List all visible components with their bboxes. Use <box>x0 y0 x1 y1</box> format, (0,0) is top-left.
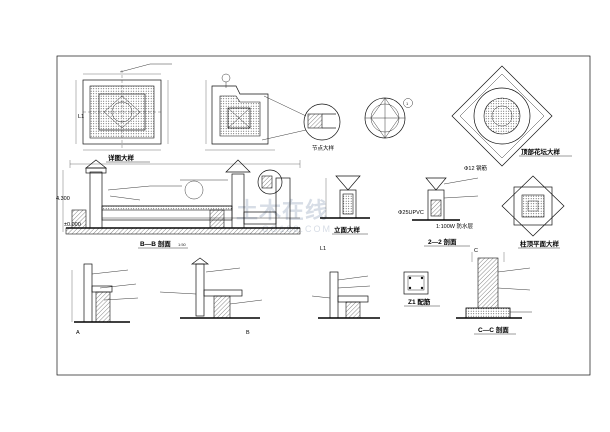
title-plan-detail: 详图大样 <box>108 153 135 162</box>
title-post-label: Z1 配筋 <box>408 297 431 306</box>
z1-rebar-detail: Z1 配筋 <box>403 271 440 307</box>
sheet-frame <box>56 55 591 376</box>
section-c-label: C <box>474 248 478 254</box>
section-detail-a: A <box>71 263 139 336</box>
irregular-planter-plan: 节点大样 <box>205 73 341 152</box>
elev-label-top: 4.300 <box>56 196 70 202</box>
section-c-c: C C—C 剖面 <box>456 248 532 335</box>
section-detail-b: B <box>159 257 263 336</box>
elev-label-ground: ±0.000 <box>64 222 81 228</box>
title-elevation-b-scale: 1:50 <box>178 242 187 247</box>
round-detail-index: 1 <box>406 101 409 106</box>
title-elev-detail: 立面大样 <box>334 225 361 234</box>
plan-axis-label: L1 <box>78 114 84 120</box>
planter-plan: L1 详图大样 <box>75 63 172 163</box>
pipe-label-2: Φ12 钢筋 <box>464 164 488 172</box>
pipe-label: Φ25UPVC <box>398 210 424 216</box>
elevation-detail: 立面大样 L1 <box>320 175 370 252</box>
section-a-label: A <box>76 330 80 336</box>
title-pillar-plan: 柱顶平面大样 <box>520 239 560 248</box>
drain-label: 1:100W 防水层 <box>436 222 473 230</box>
title-node-detail: 节点大样 <box>312 144 335 152</box>
section-detail-3 <box>311 271 380 319</box>
title-section-2-2: 2—2 剖面 <box>428 237 457 246</box>
round-paving-detail: 1 <box>364 97 413 139</box>
section-2-2: Φ12 钢筋 Φ25UPVC 1:100W 防水层 2—2 剖面 <box>398 164 488 247</box>
elevation-b-b: 4.300 ±0.000 B—B 剖面 1:50 <box>56 159 301 249</box>
title-section-c-c: C—C 剖面 <box>478 325 509 334</box>
pillar-top-plan: 柱顶平面大样 <box>501 175 565 249</box>
title-elevation-b: B—B 剖面 <box>140 239 171 248</box>
title-top-plan: 顶部花坛大样 <box>521 147 561 156</box>
watermark-main: 土木在线 <box>236 198 328 223</box>
section-b-label: B <box>246 330 250 336</box>
top-ring-plan: 顶部花坛大样 <box>451 65 572 167</box>
elev-detail-axis: L1 <box>320 246 326 252</box>
